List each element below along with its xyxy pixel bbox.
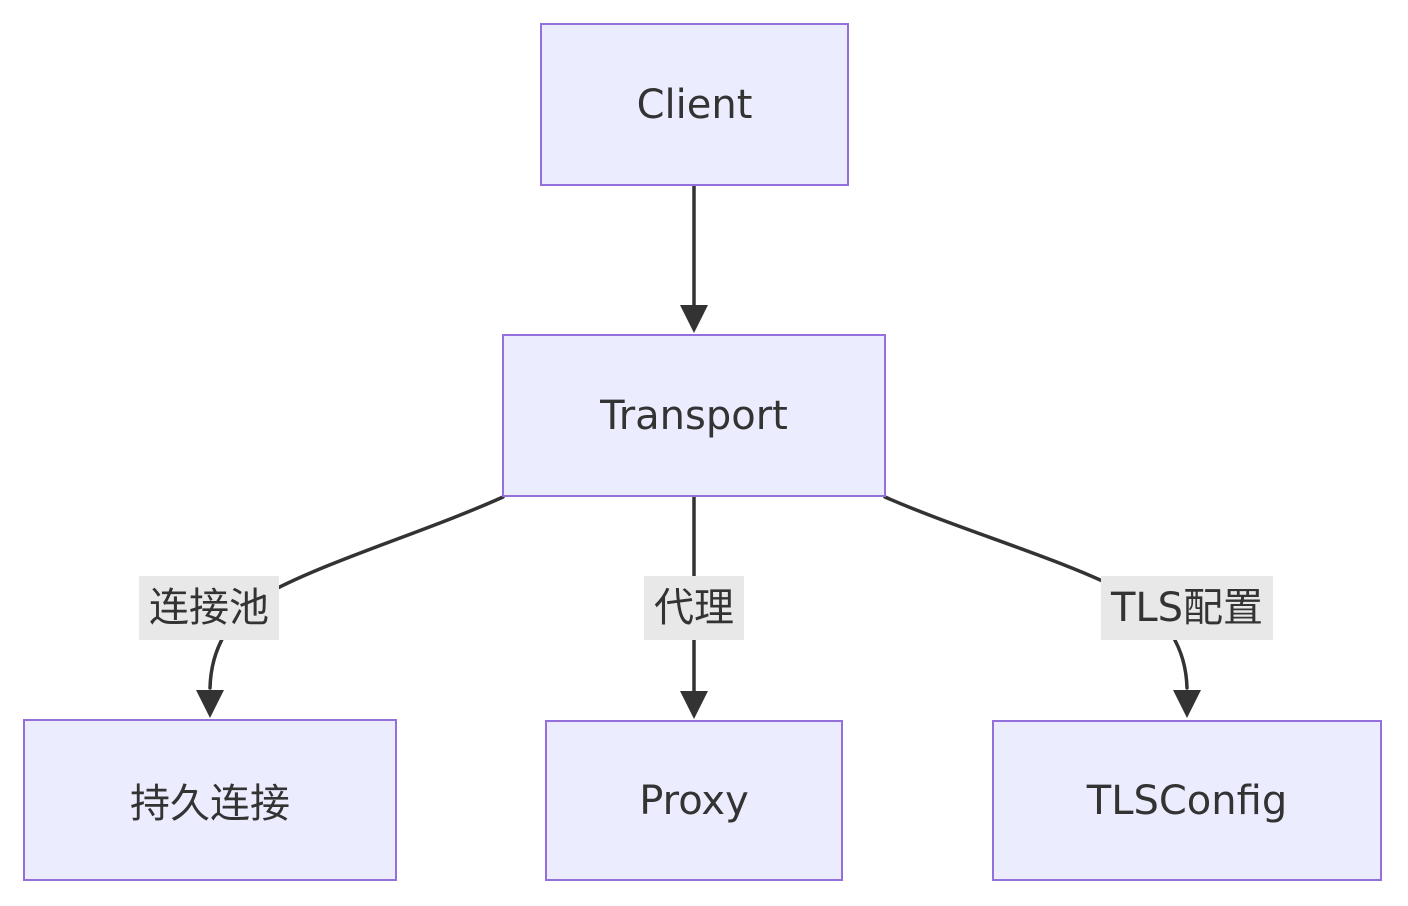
- node-proxy: Proxy: [545, 720, 843, 881]
- edge-label-text: 代理: [654, 585, 734, 631]
- edge-label-connection-pool: 连接池: [139, 576, 279, 640]
- edge-label-text: 连接池: [149, 585, 269, 631]
- edge-transport-persistent: [196, 495, 505, 718]
- node-label: Client: [636, 81, 753, 128]
- arrowhead-icon: [196, 690, 224, 718]
- node-persistent-connection: 持久连接: [23, 719, 397, 881]
- node-label: Proxy: [639, 777, 749, 824]
- node-label: Transport: [600, 392, 788, 439]
- edge-label-tls-config: TLS配置: [1100, 576, 1274, 640]
- node-label: TLSConfig: [1086, 777, 1288, 824]
- edge-label-text: TLS配置: [1110, 585, 1264, 631]
- edge-path: [208, 495, 505, 690]
- arrowhead-icon: [1173, 690, 1201, 718]
- arrowhead-icon: [680, 691, 708, 719]
- node-tlsconfig: TLSConfig: [992, 720, 1382, 881]
- arrowhead-icon: [680, 305, 708, 333]
- edge-label-proxy: 代理: [644, 576, 744, 640]
- node-label: 持久连接: [130, 781, 290, 827]
- node-client: Client: [540, 23, 849, 186]
- edge-client-transport: [680, 184, 708, 333]
- node-transport: Transport: [502, 334, 886, 497]
